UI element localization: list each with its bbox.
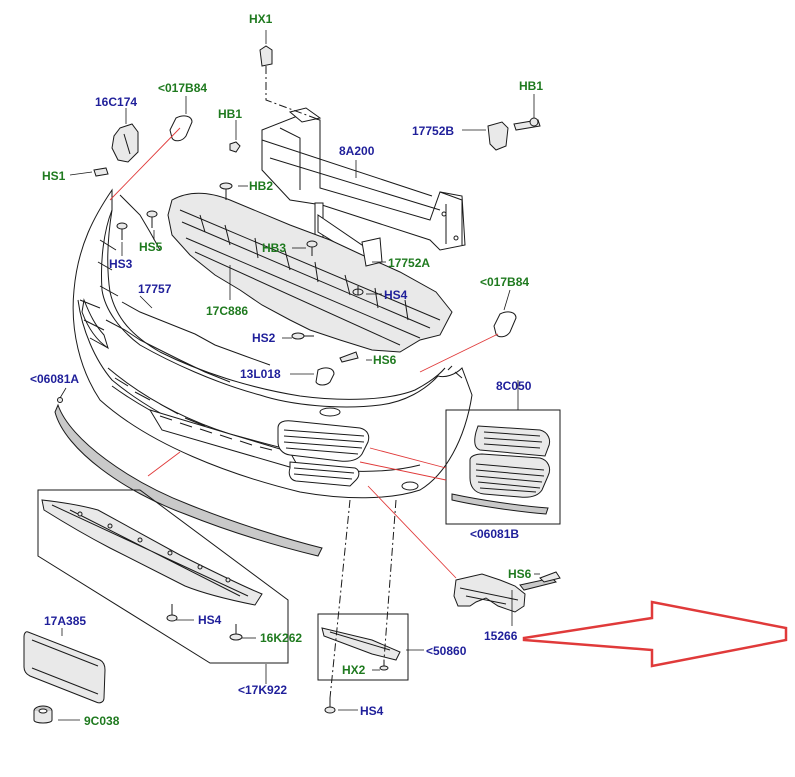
bracket-17752b	[487, 121, 509, 151]
side-bracket-15266	[453, 573, 557, 613]
bumper-cover	[72, 188, 473, 499]
label-8c050: 8C050	[496, 379, 532, 393]
label-hs4-bottom: HS4	[360, 704, 384, 718]
label-17a385: 17A385	[44, 614, 86, 628]
tow-eye-cover-13l018	[315, 367, 335, 386]
label-17757: 17757	[138, 282, 172, 296]
label-017b84-top: <017B84	[158, 81, 207, 95]
label-17k922: <17K922	[238, 683, 287, 697]
fasteners	[93, 117, 561, 714]
label-17c886: 17C886	[206, 304, 248, 318]
label-8a200: 8A200	[339, 144, 375, 158]
label-hx2: HX2	[342, 663, 366, 677]
label-9c038: 9C038	[84, 714, 120, 728]
label-16c174: 16C174	[95, 95, 137, 109]
label-hs4-mid: HS4	[384, 288, 408, 302]
label-hb2: HB2	[249, 179, 273, 193]
grille-box	[445, 409, 561, 525]
tow-cover-bracket-box	[317, 613, 409, 681]
leader-lines	[58, 30, 540, 721]
label-hs6-mid: HS6	[373, 353, 397, 367]
label-hb3: HB3	[262, 241, 286, 255]
label-017b84-right: <017B84	[480, 275, 529, 289]
label-06081b: <06081B	[470, 527, 519, 541]
label-hs4-lower: HS4	[198, 613, 222, 627]
label-15266: 15266	[484, 629, 518, 643]
label-hx1: HX1	[249, 12, 273, 26]
tow-eye-cap-right	[493, 311, 517, 338]
highlight-arrow	[522, 600, 788, 668]
label-hs3: HS3	[109, 257, 133, 271]
number-plate-bracket	[23, 631, 106, 704]
side-bracket-16c174	[111, 123, 139, 163]
label-hb1-left: HB1	[218, 107, 242, 121]
energy-absorber	[167, 192, 453, 353]
red-callout-lines	[109, 127, 499, 579]
label-13l018: 13L018	[240, 367, 281, 381]
part-labels: HX1 <017B84 16C174 HB1 HB1 17752B 8A200 …	[30, 12, 543, 728]
label-06081a: <06081A	[30, 372, 79, 386]
label-hs6-right: HS6	[508, 567, 532, 581]
label-hs2: HS2	[252, 331, 276, 345]
label-17752b: 17752B	[412, 124, 454, 138]
label-17752a: 17752A	[388, 256, 430, 270]
upper-rail-17757	[121, 301, 271, 366]
label-hs1: HS1	[42, 169, 66, 183]
lower-lip-trim	[54, 397, 323, 557]
label-50860: <50860	[426, 644, 467, 658]
label-hs5: HS5	[139, 240, 163, 254]
grommet-9c038	[33, 705, 53, 724]
undertray-box	[37, 489, 289, 664]
label-16k262: 16K262	[260, 631, 302, 645]
label-hb1-right: HB1	[519, 79, 543, 93]
tow-eye-cap-left	[169, 115, 193, 142]
